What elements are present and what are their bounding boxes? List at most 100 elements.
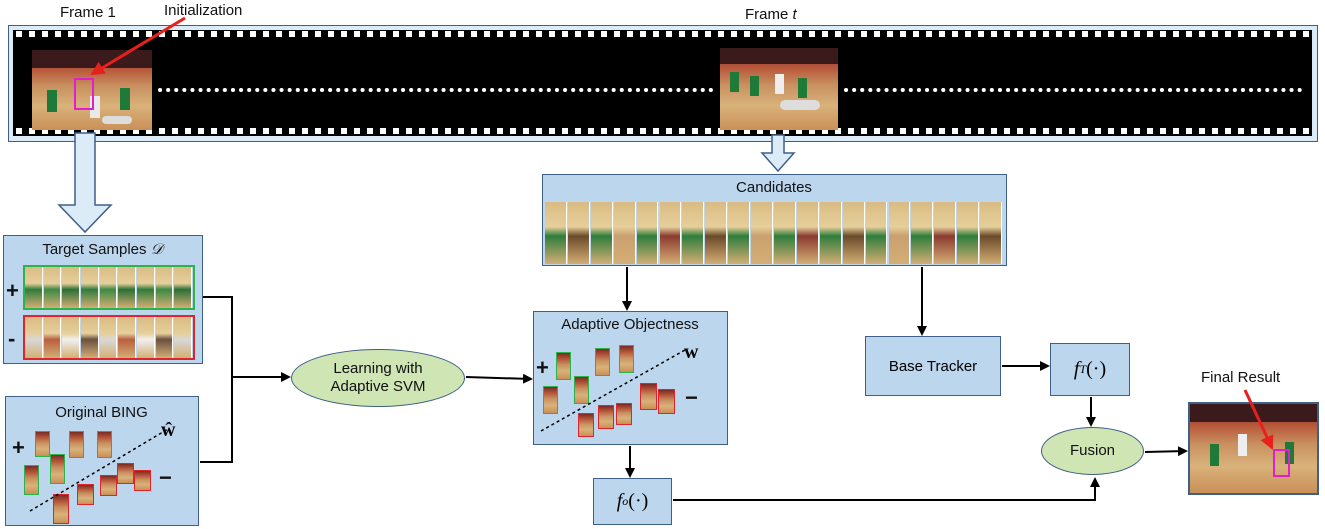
film-sprocket-hole <box>1004 31 1010 37</box>
bing-pos-3 <box>97 431 112 458</box>
base-tracker-box: Base Tracker <box>865 336 1001 396</box>
learning-line-2: Adaptive SVM <box>330 378 426 395</box>
film-sprocket-hole <box>172 31 178 37</box>
sample-patch <box>682 202 705 264</box>
film-sprocket-hole <box>640 128 646 134</box>
film-sprocket-hole <box>900 31 906 37</box>
negative-samples-strip <box>23 315 195 360</box>
fusion-to-result-arrow <box>1144 446 1188 457</box>
sample-patch <box>728 202 751 264</box>
film-sprocket-hole <box>1121 31 1127 37</box>
film-sprocket-hole <box>1134 128 1140 134</box>
adaptive-pos-5 <box>543 386 558 414</box>
f-t-subscript: T <box>1079 362 1087 376</box>
sample-patch <box>174 317 192 358</box>
framet-to-candidates-arrow <box>760 134 796 173</box>
film-sprocket-hole <box>796 31 802 37</box>
sample-patch <box>819 202 842 264</box>
film-sprocket-hole <box>1043 128 1049 134</box>
film-sprocket-hole <box>380 31 386 37</box>
film-sprocket-hole <box>1056 31 1062 37</box>
final-result-image <box>1190 404 1317 493</box>
sample-patch <box>705 202 728 264</box>
film-sprocket-hole <box>458 128 464 134</box>
film-sprocket-hole <box>146 128 152 134</box>
original-bing-title: Original BING <box>55 404 148 421</box>
sample-patch <box>545 202 567 264</box>
film-sprocket-hole <box>445 128 451 134</box>
film-sprocket-hole <box>510 31 516 37</box>
film-sprocket-hole <box>458 31 464 37</box>
adaptive-minus-sign: − <box>685 385 698 410</box>
film-sprocket-hole <box>107 128 113 134</box>
film-sprocket-hole <box>627 31 633 37</box>
film-sprocket-hole <box>874 31 880 37</box>
f-t-symbol: f <box>1073 358 1080 380</box>
film-sprocket-hole <box>1004 128 1010 134</box>
adaptive-plus-sign: + <box>536 355 549 380</box>
film-sprocket-hole <box>341 31 347 37</box>
film-sprocket-hole <box>822 31 828 37</box>
film-sprocket-hole <box>276 128 282 134</box>
bing-pos-5 <box>50 454 65 484</box>
final-result-pointer <box>1243 389 1274 450</box>
sample-patch <box>659 202 682 264</box>
adaptive-objectness-title: Adaptive Objectness <box>561 316 699 333</box>
film-sprocket-hole <box>1199 31 1205 37</box>
film-sprocket-hole <box>692 128 698 134</box>
film-sprocket-hole <box>354 128 360 134</box>
bing-neg-1 <box>77 484 94 505</box>
film-sprocket-hole <box>1264 31 1270 37</box>
film-sprocket-hole <box>1173 128 1179 134</box>
sample-patch <box>118 267 136 308</box>
film-sprocket-hole <box>835 31 841 37</box>
film-sprocket-hole <box>1225 128 1231 134</box>
film-sprocket-hole <box>809 31 815 37</box>
sample-patch <box>99 317 118 358</box>
sample-patch <box>62 317 80 358</box>
film-sprocket-hole <box>94 31 100 37</box>
film-sprocket-hole <box>380 128 386 134</box>
film-sprocket-hole <box>29 128 35 134</box>
adaptive-objectness-box: Adaptive Objectness w + − <box>533 311 728 445</box>
film-sprocket-hole <box>679 128 685 134</box>
film-sprocket-hole <box>289 128 295 134</box>
film-sprocket-hole <box>341 128 347 134</box>
film-sprocket-hole <box>926 128 932 134</box>
objectness-decision-boundary <box>540 349 686 432</box>
sample-patch <box>174 267 192 308</box>
film-sprocket-hole <box>263 128 269 134</box>
film-sprocket-hole <box>1017 31 1023 37</box>
film-sprocket-hole <box>29 31 35 37</box>
film-sprocket-hole <box>1069 31 1075 37</box>
fo-to-fusion-line <box>673 477 1100 501</box>
film-sprocket-hole <box>1225 31 1231 37</box>
film-sprocket-hole <box>146 31 152 37</box>
film-sprocket-hole <box>302 31 308 37</box>
sample-patch <box>81 267 99 308</box>
film-sprocket-hole <box>172 128 178 134</box>
film-sprocket-hole <box>302 128 308 134</box>
film-sprocket-hole <box>1147 31 1153 37</box>
film-sprocket-hole <box>1290 128 1296 134</box>
frame-1-label: Frame 1 <box>60 4 116 21</box>
film-sprocket-hole <box>536 128 542 134</box>
film-sprocket-hole <box>68 128 74 134</box>
film-sprocket-hole <box>81 31 87 37</box>
film-sprocket-hole <box>185 31 191 37</box>
target-samples-title: Target Samples 𝒟 <box>42 241 163 258</box>
film-sprocket-hole <box>887 31 893 37</box>
target-samples-box: Target Samples 𝒟 + - <box>3 235 203 364</box>
f-o-symbol: f <box>616 490 623 512</box>
film-sprocket-hole <box>666 128 672 134</box>
sample-patch <box>774 202 796 264</box>
f-o-subscript: o <box>622 494 629 508</box>
candidates-box: Candidates <box>542 174 1007 266</box>
bing-neg-5 <box>53 494 69 524</box>
film-sprocket-hole <box>484 31 490 37</box>
film-strip-body <box>13 30 1312 136</box>
film-sprocket-hole <box>159 31 165 37</box>
film-sprocket-hole <box>367 128 373 134</box>
sample-patch <box>613 202 636 264</box>
sample-patch <box>137 317 155 358</box>
